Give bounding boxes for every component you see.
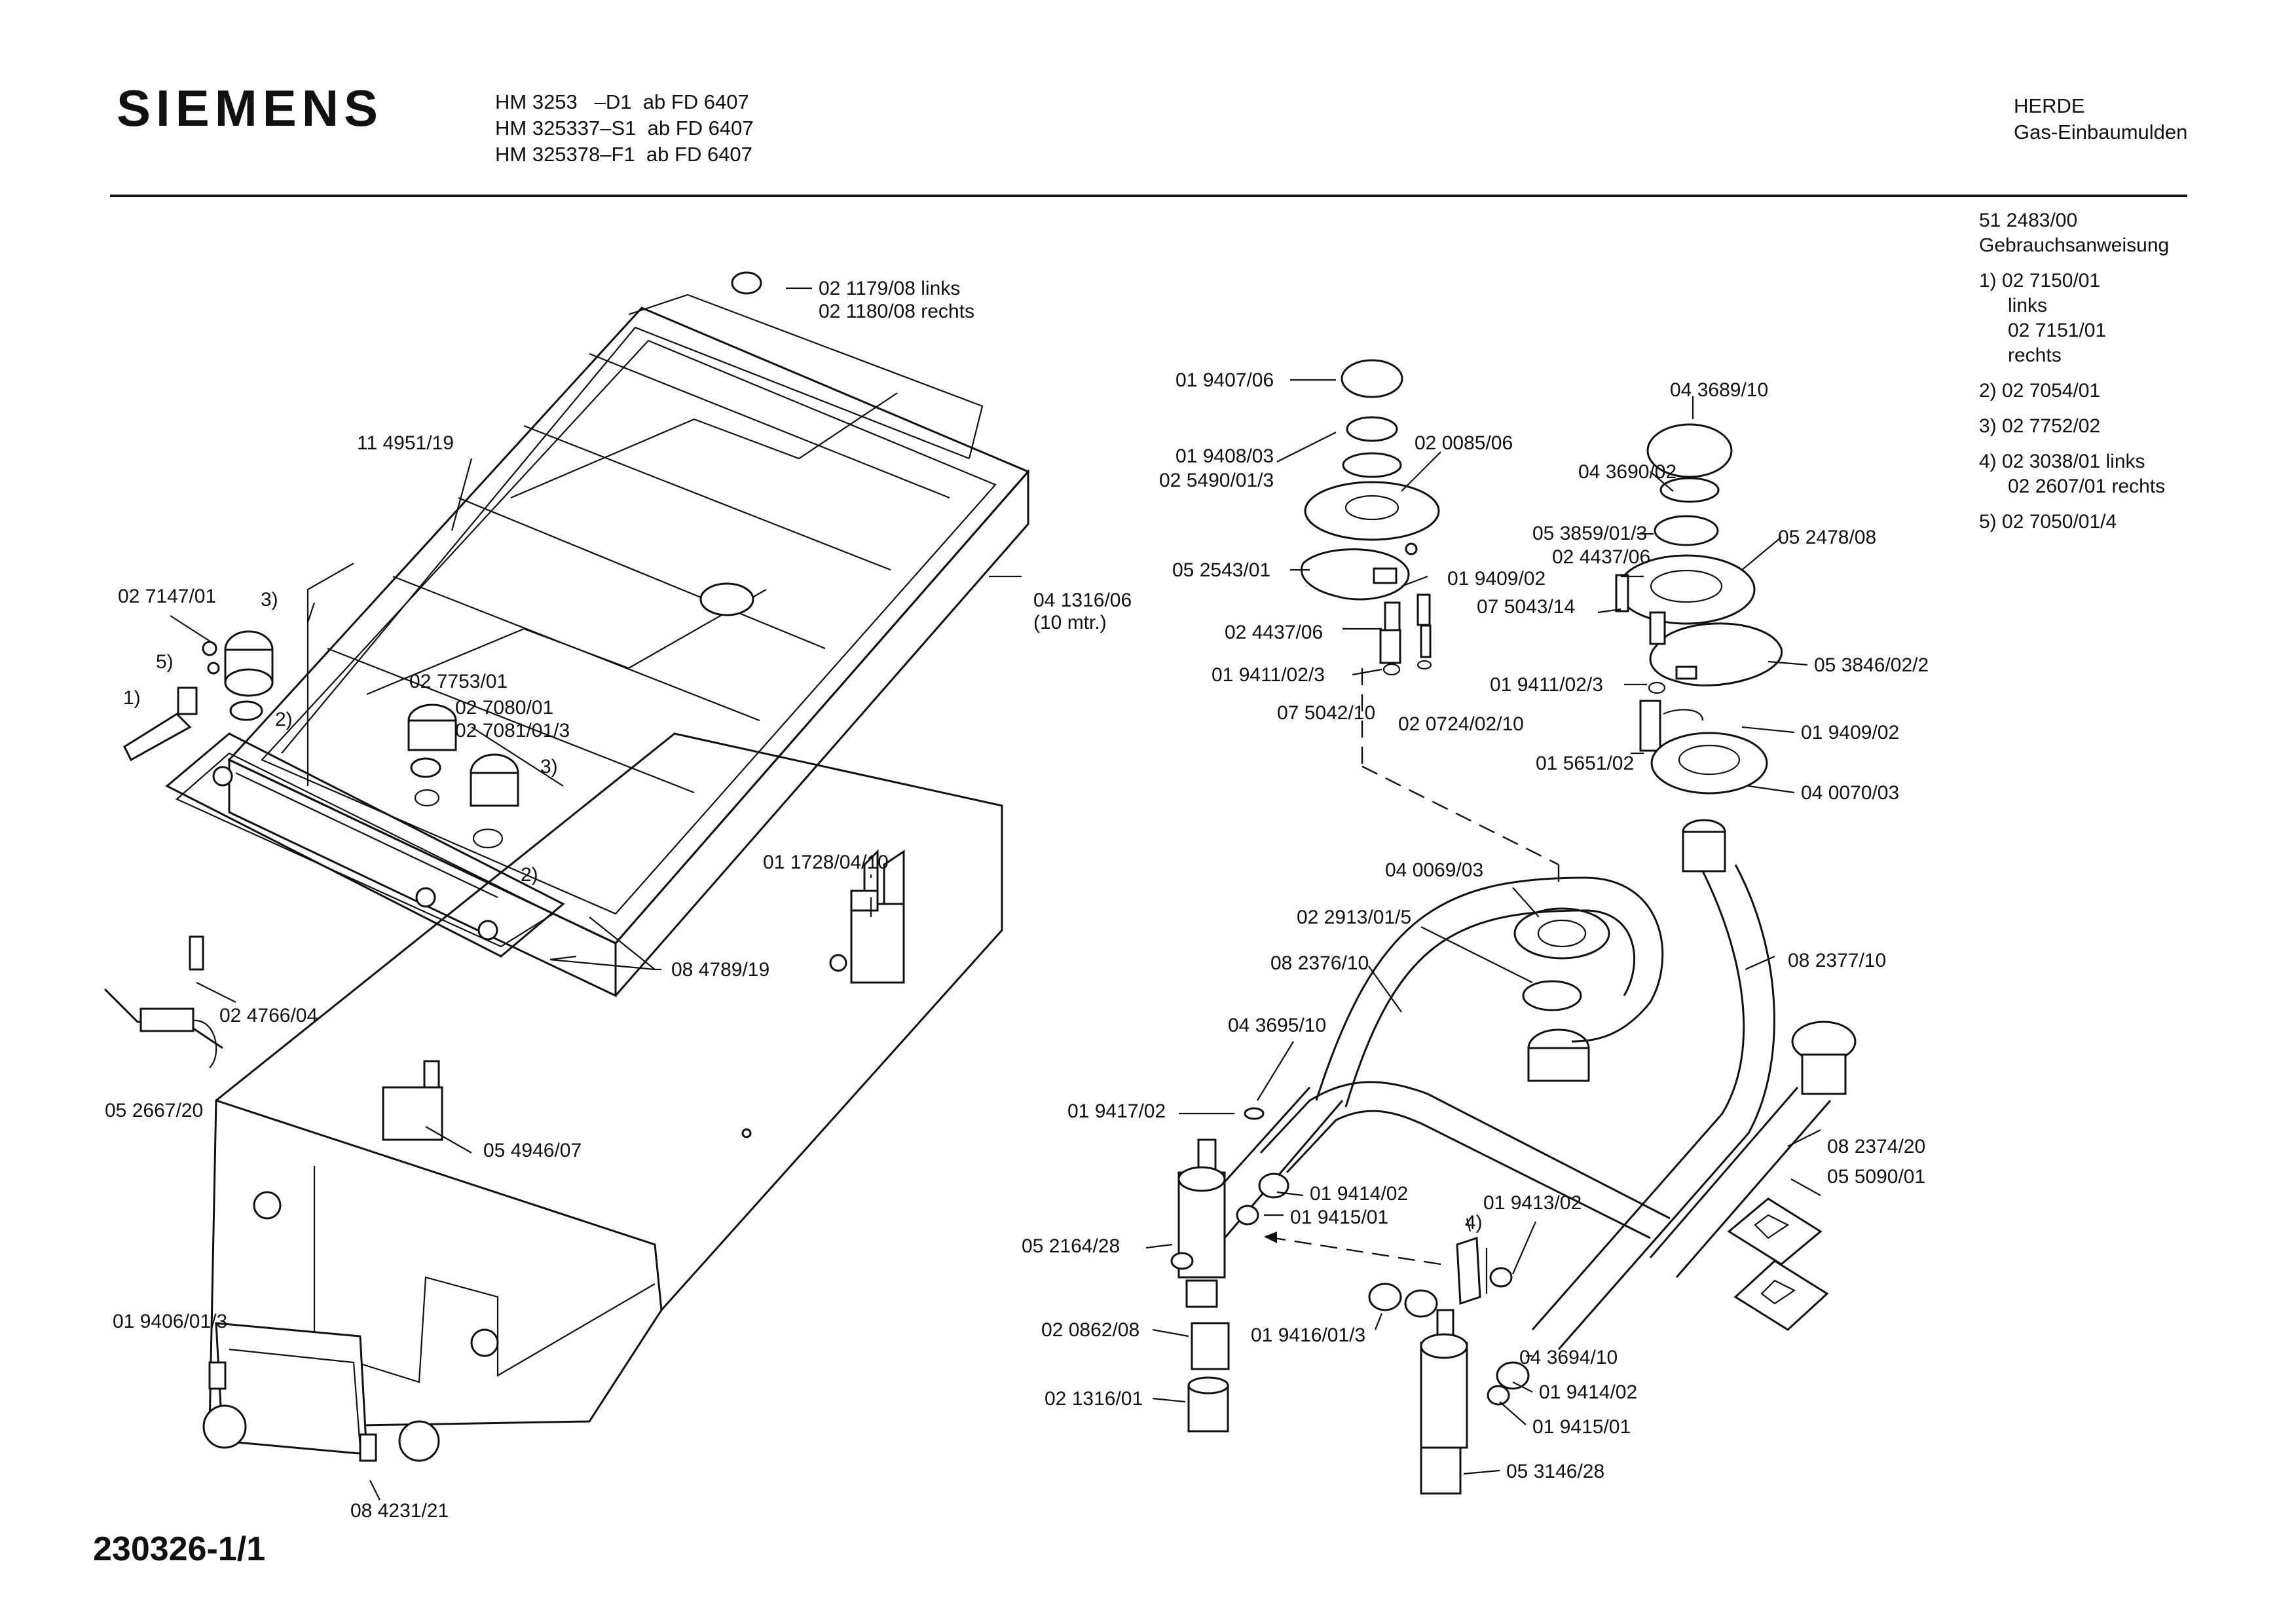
label-019409a: 01 9409/02 (1447, 568, 1546, 590)
label-114951: 11 4951/19 (357, 432, 454, 454)
label-052543: 05 2543/01 (1172, 559, 1270, 581)
callout-1: 1) (123, 687, 141, 709)
note-1-side-right: rechts (2008, 345, 2062, 366)
label-021180: 02 1180/08 rechts (819, 301, 974, 322)
label-020724: 02 0724/02/10 (1398, 713, 1524, 735)
label-043695: 04 3695/10 (1228, 1015, 1326, 1036)
model-list: HM 3253 –D1 ab FD 6407 HM 325337–S1 ab F… (495, 90, 754, 166)
label-053859: 05 3859/01/3 (1532, 523, 1647, 544)
brand-logo: SIEMENS (117, 79, 384, 137)
label-054946: 05 4946/07 (483, 1140, 582, 1161)
label-053146: 05 3146/28 (1506, 1461, 1604, 1482)
label-019415a: 01 9415/01 (1290, 1207, 1388, 1228)
label-019417: 01 9417/02 (1067, 1100, 1166, 1122)
manual-number: 51 2483/00 (1979, 210, 2078, 231)
label-021316: 02 1316/01 (1045, 1388, 1143, 1410)
note-4-alt: 02 2607/01 rechts (2008, 476, 2166, 497)
label-024437a: 02 4437/06 (1225, 622, 1323, 643)
callout-4: 4) (1465, 1212, 1483, 1233)
label-052478: 05 2478/08 (1778, 527, 1876, 548)
label-019413: 01 9413/02 (1483, 1192, 1582, 1214)
label-075042: 07 5042/10 (1277, 702, 1375, 724)
callout-3b: 3) (540, 756, 558, 778)
label-019411a: 01 9411/02/3 (1212, 664, 1325, 686)
label-019414a: 01 9414/02 (1310, 1183, 1408, 1205)
burner-and-gas-line-drawing (1145, 359, 1857, 1495)
callout-5: 5) (156, 651, 174, 673)
label-052667: 05 2667/20 (105, 1100, 203, 1121)
label-084789: 08 4789/19 (671, 959, 769, 981)
label-040070: 04 0070/03 (1801, 782, 1899, 804)
label-082377: 08 2377/10 (1788, 950, 1886, 971)
note-1-side-left: links (2008, 295, 2048, 316)
note-3: 3) 02 7752/02 (1979, 415, 2101, 437)
label-020085: 02 0085/06 (1415, 432, 1513, 454)
label-015651: 01 5651/02 (1536, 753, 1634, 774)
part-labels: 02 1179/08 links 02 1180/08 rechts 11 49… (105, 278, 1929, 1522)
label-043694: 04 3694/10 (1519, 1347, 1618, 1368)
callout-3a: 3) (261, 589, 278, 610)
label-019411b: 01 9411/02/3 (1490, 674, 1603, 696)
label-041316-length: (10 mtr.) (1033, 612, 1107, 633)
label-011728: 01 1728/04/10 (763, 852, 889, 873)
note-4: 4) 02 3038/01 links (1979, 451, 2145, 472)
label-024766: 02 4766/04 (219, 1005, 318, 1026)
label-040069: 04 0069/03 (1385, 859, 1483, 881)
label-082376: 08 2376/10 (1270, 952, 1369, 974)
note-1-alt: 02 7151/01 (2008, 320, 2107, 341)
label-084231: 08 4231/21 (350, 1500, 449, 1522)
document-number: 230326-1/1 (93, 1530, 266, 1568)
label-022913: 02 2913/01/5 (1297, 907, 1411, 928)
callout-2a: 2) (275, 709, 293, 730)
category-block: HERDE Gas-Einbaumulden (2014, 93, 2187, 145)
note-2: 2) 02 7054/01 (1979, 380, 2101, 402)
label-041316: 04 1316/06 (1033, 590, 1132, 611)
label-053846: 05 3846/02/2 (1814, 654, 1929, 676)
note-5: 5) 02 7050/01/4 (1979, 511, 2117, 533)
label-043690: 04 3690/02 (1578, 461, 1676, 483)
label-027753: 02 7753/01 (409, 671, 508, 692)
label-019414b: 01 9414/02 (1539, 1381, 1637, 1403)
label-019409b: 01 9409/02 (1801, 722, 1899, 743)
label-055090: 05 5090/01 (1827, 1166, 1925, 1188)
label-019415b: 01 9415/01 (1532, 1416, 1631, 1438)
grate (281, 293, 984, 794)
cooktop-assembly-drawing (103, 271, 1030, 1501)
label-082374: 08 2374/20 (1827, 1136, 1925, 1157)
label-043689: 04 3689/10 (1670, 379, 1768, 401)
label-019406: 01 9406/01/3 (113, 1311, 227, 1332)
label-020862: 02 0862/08 (1041, 1319, 1139, 1341)
label-019407: 01 9407/06 (1176, 369, 1274, 391)
label-021179: 02 1179/08 links (819, 278, 960, 299)
label-019416: 01 9416/01/3 (1251, 1324, 1365, 1346)
label-027147: 02 7147/01 (118, 586, 216, 607)
category-subtitle: Gas-Einbaumulden (2014, 121, 2188, 143)
header-rule (110, 195, 2187, 197)
manual-label: Gebrauchsanweisung (1979, 235, 2170, 256)
note-1: 1) 02 7150/01 (1979, 270, 2101, 291)
label-027081: 02 7081/01/3 (455, 720, 570, 741)
category-title: HERDE (2014, 94, 2085, 117)
callout-2b: 2) (521, 864, 538, 886)
label-027080: 02 7080/01 (455, 697, 553, 719)
label-019408: 01 9408/03 (1176, 445, 1274, 467)
parts-notes: 51 2483/00 Gebrauchsanweisung 1) 02 7150… (1979, 208, 2169, 535)
label-075043: 07 5043/14 (1477, 596, 1575, 618)
label-052164: 05 2164/28 (1022, 1235, 1120, 1257)
label-025490: 02 5490/01/3 (1159, 470, 1274, 491)
label-024437b: 02 4437/06 (1552, 546, 1650, 568)
